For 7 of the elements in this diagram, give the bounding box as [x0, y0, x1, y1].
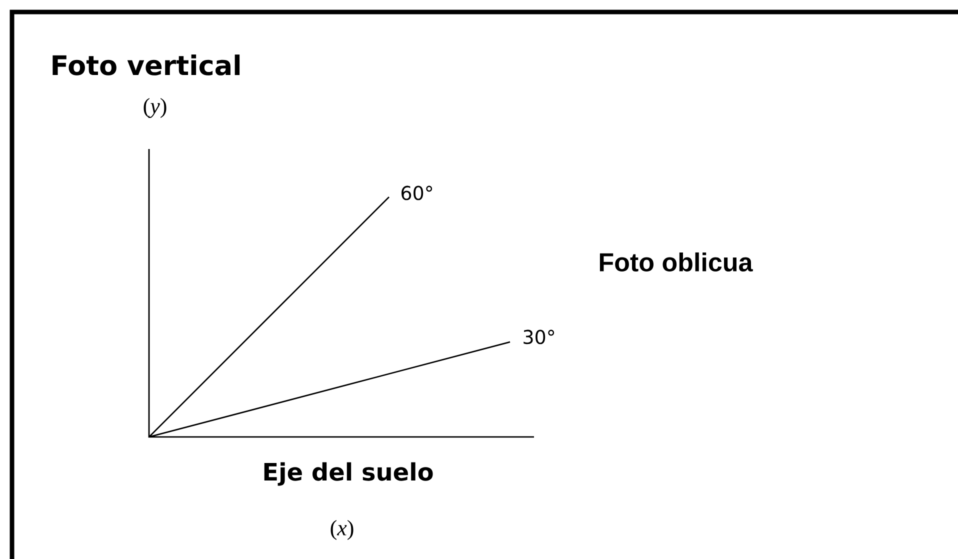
heading: Foto vertical: [52, 54, 240, 76]
heading: Foto oblicua: [600, 252, 753, 272]
axis-title: Eje del suelo: [264, 462, 433, 486]
angle-label: 60°: [402, 186, 432, 200]
axis-label: (x): [330, 520, 354, 540]
angle-label: 30°: [524, 330, 554, 344]
axis-label: (y): [144, 98, 166, 118]
